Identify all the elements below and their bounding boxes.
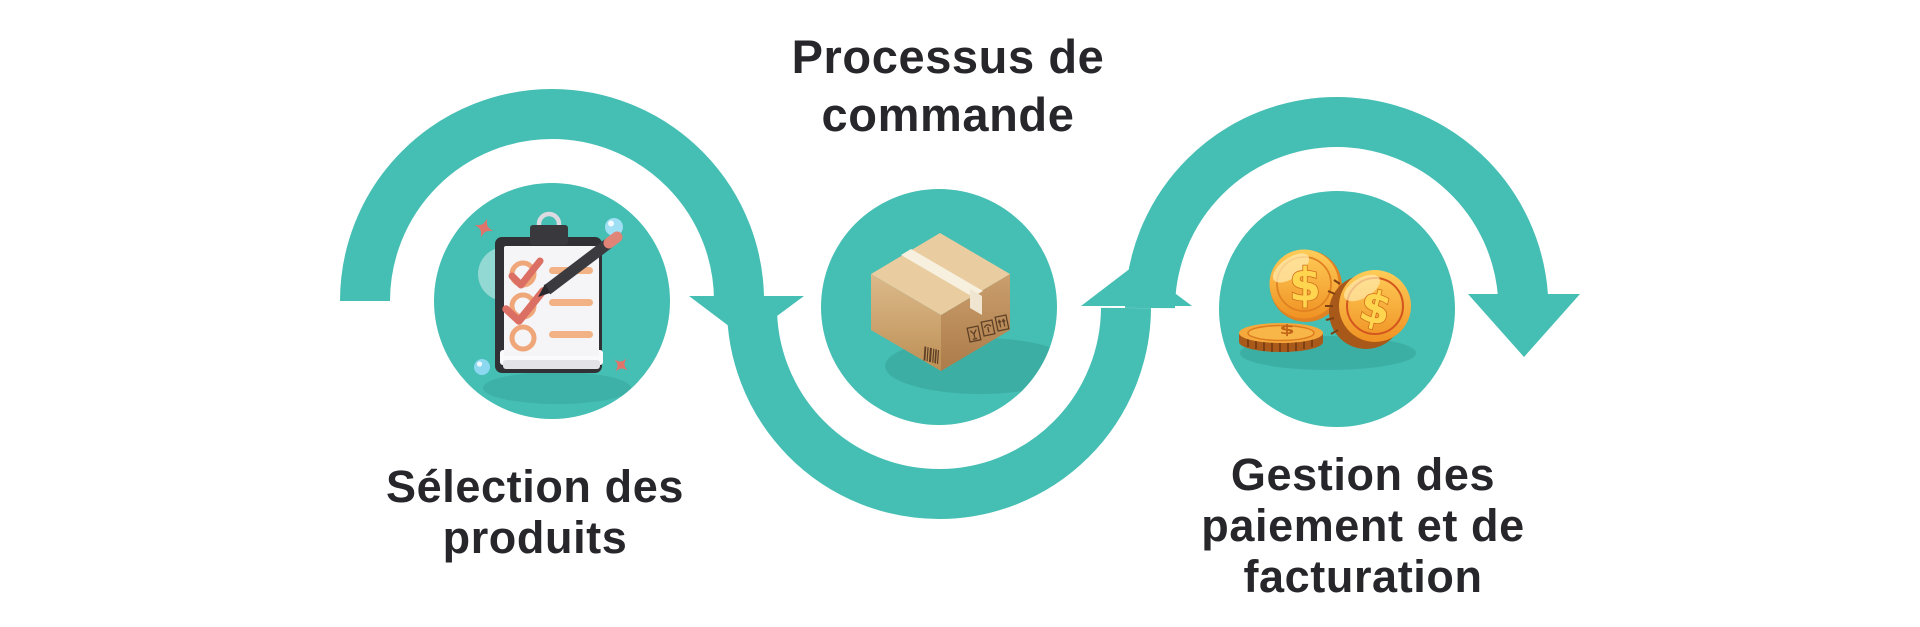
flow-ribbon-arc-over-step1: [340, 88, 765, 305]
dollar-coins-icon: $ $: [1239, 249, 1416, 370]
checklist-rows: [502, 257, 593, 352]
flow-arrowhead-end-icon: [1468, 294, 1580, 357]
front-coin-icon: $: [1325, 270, 1411, 349]
svg-text:$: $: [1279, 323, 1294, 338]
barcode-icon: [923, 346, 940, 365]
flow-arrowhead-down-mid1-icon: [689, 296, 804, 339]
sparkle-icon: [474, 218, 494, 238]
diagram-title: Processus de commande: [791, 30, 1105, 141]
blue-sphere-icon: [474, 218, 623, 375]
flat-coin-icon: $: [1239, 323, 1323, 352]
flow-arrowhead-up-mid2-icon: [1081, 264, 1192, 306]
back-coin-icon: $: [1269, 249, 1342, 322]
svg-text:$: $: [1289, 258, 1321, 312]
sparkle-icon: [614, 358, 628, 372]
shipping-symbols-icon: [966, 314, 1010, 343]
flow-ribbon-arc-over-step3: [1125, 96, 1548, 309]
flow-ribbon: [340, 88, 1580, 520]
pencil-icon: [538, 231, 623, 297]
flow-ribbon-arc-under-step2: [726, 303, 1151, 520]
package-box-icon: [871, 233, 1057, 394]
clipboard-checklist-icon: [474, 211, 631, 404]
step-label-selection-produits: Sélection des produits: [386, 461, 684, 563]
step-label-gestion-paiement: Gestion des paiement et de facturation: [1201, 449, 1525, 602]
